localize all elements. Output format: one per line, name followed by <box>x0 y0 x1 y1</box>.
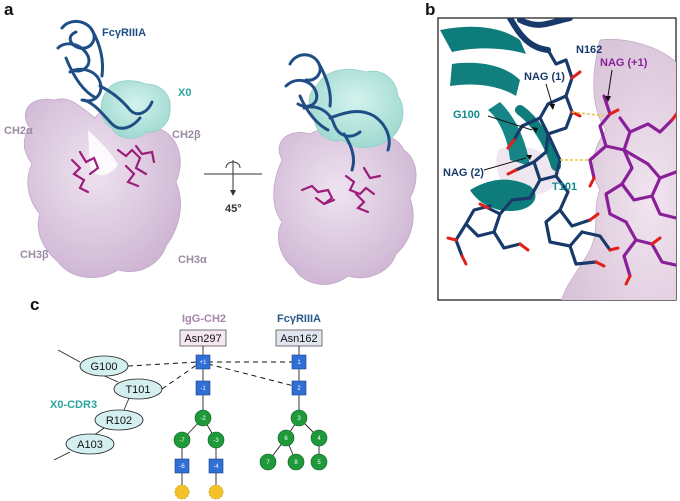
igg-galactose-right <box>208 473 224 500</box>
fcr-circle-6: 6 <box>277 429 295 447</box>
svg-text:+1: +1 <box>200 360 208 366</box>
panel-a-letter: a <box>4 0 14 19</box>
residue-g100: G100 <box>79 355 129 377</box>
svg-text:-4: -4 <box>213 464 219 470</box>
fcr-square-1: 1 <box>291 354 307 370</box>
g100-arrow <box>487 115 533 131</box>
svg-text:6: 6 <box>284 436 288 442</box>
svg-text:5: 5 <box>317 460 321 466</box>
fcr-circle-3: 3 <box>290 409 308 427</box>
glycan-left <box>70 144 156 194</box>
hydrogen-bonds <box>560 111 605 161</box>
panel-a: a FcγRIIIA X0 CH2α CH2β CH3β CH3α <box>4 0 417 285</box>
t101-label: T101 <box>552 181 577 193</box>
glycan-right <box>300 166 382 214</box>
x0-surface-left <box>100 80 171 139</box>
oxygen-atoms-purple <box>588 108 676 286</box>
ch3b-label: CH3β <box>20 249 49 261</box>
fcr-circle-8: 8 <box>287 453 305 471</box>
x0-ribbon-closeup <box>440 26 561 212</box>
nag-plus1-arrow <box>607 69 613 97</box>
ch2b-label: CH2β <box>172 129 201 141</box>
fcr-square-2: 2 <box>291 380 307 396</box>
glycan-sticks-blue <box>454 48 612 266</box>
receptor-ribbon-right <box>284 53 391 172</box>
ch2a-label: CH2α <box>4 125 33 137</box>
fcr-header: FcγRIIIA <box>277 313 321 325</box>
oxygen-atoms <box>446 70 620 268</box>
fcr-circle-5: 5 <box>310 453 328 471</box>
igg-circle-minus7: -7 <box>173 431 191 449</box>
n162-label: N162 <box>576 44 602 56</box>
igg-site: Asn297 <box>184 333 221 345</box>
ch3a-label: CH3α <box>178 254 207 266</box>
nag1-label: NAG (1) <box>524 71 565 83</box>
igg-circle-minus2: -2 <box>194 409 212 427</box>
fc-surface-left <box>23 98 181 278</box>
svg-text:-7: -7 <box>179 438 185 444</box>
igg-header: IgG-CH2 <box>182 313 226 325</box>
svg-text:G100: G100 <box>91 361 118 373</box>
igg-square-plus1: +1 <box>195 354 211 370</box>
nag2-label: NAG (2) <box>443 167 484 179</box>
svg-text:-6: -6 <box>179 464 185 470</box>
residue-a103: A103 <box>65 433 115 455</box>
svg-text:-2: -2 <box>200 416 206 422</box>
svg-text:8: 8 <box>294 460 298 466</box>
x0-label-a: X0 <box>178 87 191 99</box>
igg-circle-minus3: -3 <box>207 431 225 449</box>
svg-text:3: 3 <box>297 416 301 422</box>
igg-square-minus1: -1 <box>195 380 211 396</box>
cdr3-label: X0-CDR3 <box>50 399 97 411</box>
panel-c-letter: c <box>30 295 39 314</box>
svg-text:1: 1 <box>297 360 301 366</box>
residue-r102: R102 <box>94 409 144 431</box>
svg-text:-1: -1 <box>200 386 206 392</box>
receptor-ribbon-closeup <box>507 18 573 53</box>
panel-b-letter: b <box>425 0 435 19</box>
nag-plus1-label: NAG (+1) <box>600 57 648 69</box>
igg-square-minus6: -6 <box>174 458 190 474</box>
igg-square-minus4: -4 <box>208 458 224 474</box>
g100-label: G100 <box>453 109 480 121</box>
nag-plus1-arrowhead <box>605 96 611 102</box>
igg-galactose-left <box>174 473 190 500</box>
rotation-angle: 45° <box>225 203 242 215</box>
nag2-arrowhead <box>526 155 532 160</box>
receptor-ribbon-left <box>56 20 154 130</box>
residue-t101: T101 <box>113 378 163 400</box>
svg-text:7: 7 <box>266 460 270 466</box>
panel-b: b <box>425 0 677 301</box>
g100-arrowhead <box>532 127 538 133</box>
fcr-circle-4: 4 <box>310 429 328 447</box>
receptor-label-a: FcγRIIIA <box>102 27 146 39</box>
svg-text:2: 2 <box>297 386 301 392</box>
nag2-arrow <box>483 157 527 171</box>
fcr-circle-7: 7 <box>259 453 277 471</box>
glycan-sticks-purple <box>588 94 676 278</box>
fcr-site: Asn162 <box>280 333 317 345</box>
svg-text:4: 4 <box>317 436 321 442</box>
fc-surface-right <box>273 128 417 285</box>
svg-text:-3: -3 <box>213 438 219 444</box>
svg-text:T101: T101 <box>125 384 150 396</box>
svg-text:R102: R102 <box>106 415 132 427</box>
nag1-arrow <box>545 83 553 105</box>
interaction-dashes <box>127 361 295 390</box>
panel-c: c G100 T101 R102 A103 X0-CDR3 IgG-CH2 <box>30 295 328 500</box>
rotation-symbol <box>204 160 262 196</box>
nag1-arrowhead <box>549 104 555 110</box>
svg-text:A103: A103 <box>77 439 103 451</box>
